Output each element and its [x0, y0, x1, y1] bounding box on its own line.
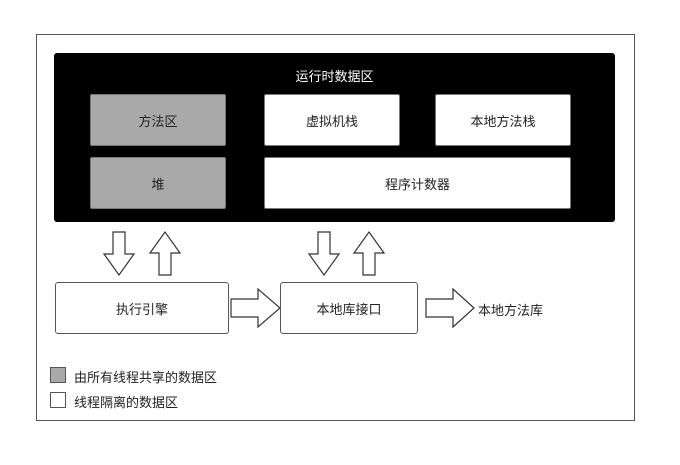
legend-shared-text: 由所有线程共享的数据区 [74, 371, 218, 386]
method-area-box: 方法区 [90, 94, 226, 146]
native-library-label: 本地方法库 [478, 304, 544, 319]
program-counter-box: 程序计数器 [264, 157, 571, 209]
execution-engine-box: 执行引擎 [55, 282, 229, 334]
legend-isolated-text: 线程隔离的数据区 [74, 396, 179, 411]
legend-isolated-swatch [50, 392, 66, 408]
native-interface-box: 本地库接口 [280, 282, 418, 334]
vm-stack-box: 虚拟机栈 [264, 94, 400, 146]
native-method-stack-box: 本地方法栈 [435, 94, 571, 146]
legend-shared-swatch [50, 367, 66, 383]
heap-box: 堆 [90, 157, 226, 209]
runtime-data-area-title: 运行时数据区 [295, 70, 374, 85]
